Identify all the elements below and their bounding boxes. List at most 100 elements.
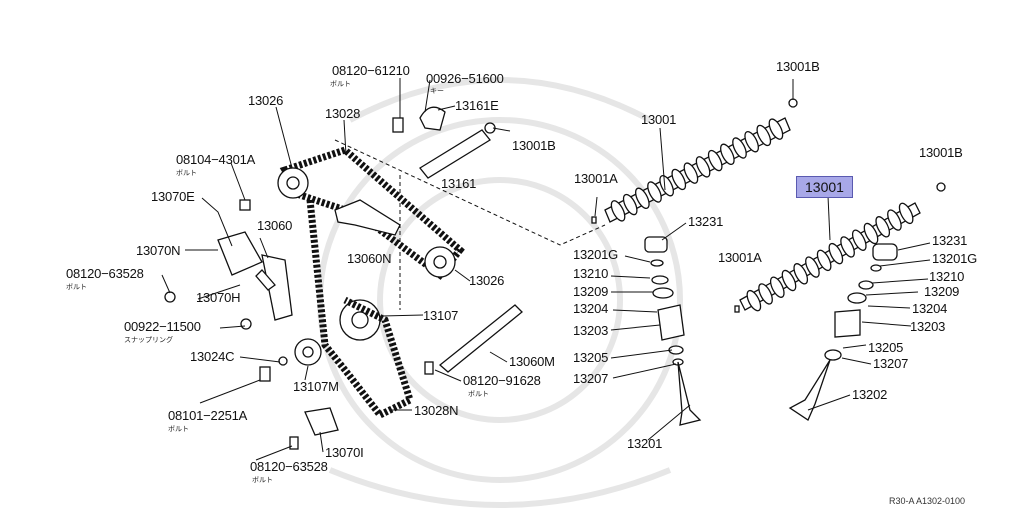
callout-13026: 13026 xyxy=(248,93,284,108)
callout-13231: 13231 xyxy=(688,214,724,229)
callout-13201G: 13201G xyxy=(573,247,619,262)
chain-guide-13060N xyxy=(334,199,401,236)
cam-lobe xyxy=(898,202,914,225)
callout-08120-63528: 08120−63528 xyxy=(250,459,328,474)
callout-note-bolt: ボルト xyxy=(168,426,189,433)
callout-13070E: 13070E xyxy=(151,189,195,204)
callout-note-bolt: ボルト xyxy=(252,477,273,484)
callout-13026: 13026 xyxy=(469,273,505,288)
callout-13107: 13107 xyxy=(423,308,459,323)
cam-lobe xyxy=(720,143,735,165)
cam-lobe xyxy=(840,236,855,258)
callout-13024C: 13024C xyxy=(190,349,235,364)
callout-13060M: 13060M xyxy=(509,354,555,369)
callout-13070I: 13070I xyxy=(325,445,364,460)
callout-13060: 13060 xyxy=(257,218,293,233)
callout-note-bolt: ボルト xyxy=(176,170,197,177)
callout-13001: 13001 xyxy=(641,112,677,127)
camshaft-mid xyxy=(604,117,791,223)
cam-lobe xyxy=(769,276,785,298)
callout-13205: 13205 xyxy=(573,350,609,365)
cam-lobe xyxy=(746,289,762,312)
cam-lobe xyxy=(732,137,747,159)
cam-lobe xyxy=(610,200,626,222)
cam-lobe xyxy=(768,118,784,140)
callout-13001A: 13001A xyxy=(718,250,762,265)
leader-lines xyxy=(161,78,931,461)
valve-assembly-mid xyxy=(644,236,702,426)
callout-13205: 13205 xyxy=(868,340,904,355)
small-parts xyxy=(164,98,946,450)
callout-note-bolt: ボルト xyxy=(468,391,489,398)
tensioner-arm-13060 xyxy=(261,254,293,321)
callout-13001B: 13001B xyxy=(776,59,820,74)
callout-13201: 13201 xyxy=(627,436,663,451)
cam-lobe xyxy=(758,283,773,305)
callout-13161E: 13161E xyxy=(455,98,499,113)
callout-13202: 13202 xyxy=(852,387,888,402)
cam-lobe xyxy=(887,209,902,231)
camshaft-right xyxy=(739,202,921,312)
callout-note-bolt: ボルト xyxy=(66,284,87,291)
callout-13204: 13204 xyxy=(573,301,609,316)
callout-13210: 13210 xyxy=(929,269,965,284)
callout-00926-51600: 00926−51600 xyxy=(426,71,504,86)
callout-13209: 13209 xyxy=(573,284,609,299)
callout-13001B: 13001B xyxy=(512,138,556,153)
cam-lobe xyxy=(707,149,723,172)
cam-lobe xyxy=(635,187,650,209)
cam-lobe xyxy=(647,181,662,203)
callout-note-snap-ring: スナップリング xyxy=(124,337,173,344)
cam-lobe xyxy=(793,263,809,285)
callout-13210: 13210 xyxy=(573,266,609,281)
callout-13207: 13207 xyxy=(573,371,609,386)
tensioner-13070I xyxy=(304,407,339,436)
callout-13203: 13203 xyxy=(910,319,946,334)
callout-08104-4301A: 08104−4301A xyxy=(176,152,256,167)
callout-13107M: 13107M xyxy=(293,379,339,394)
callout-08120-91628: 08120−91628 xyxy=(463,373,541,388)
cam-lobe xyxy=(683,162,699,184)
callout-08120-63528: 08120−63528 xyxy=(66,266,144,281)
cam-lobe xyxy=(756,124,772,147)
valve-assembly-right xyxy=(788,243,898,421)
cam-lobe xyxy=(828,242,844,265)
sprocket-small xyxy=(294,338,322,366)
callout-13028N: 13028N xyxy=(414,403,459,418)
cam-lobe xyxy=(622,193,638,216)
cam-lobe xyxy=(781,269,797,292)
cam-lobe xyxy=(851,229,867,251)
callout-13207: 13207 xyxy=(873,356,909,371)
callout-13060N: 13060N xyxy=(347,251,392,266)
callout-08101-2251A: 08101−2251A xyxy=(168,408,248,423)
cam-lobe xyxy=(805,256,820,278)
callout-13070H: 13070H xyxy=(196,290,241,305)
cam-lobe xyxy=(875,216,891,238)
cam-lobe xyxy=(671,168,687,191)
callout-13231: 13231 xyxy=(932,233,968,248)
callout-13209: 13209 xyxy=(924,284,960,299)
timing-chain-lower xyxy=(306,199,415,420)
callout-13001A: 13001A xyxy=(574,171,618,186)
callout-13001-highlighted[interactable]: 13001 xyxy=(796,176,853,198)
callout-note-key: キー xyxy=(430,88,444,95)
cam-lobe xyxy=(744,131,759,153)
callout-13070N: 13070N xyxy=(136,243,181,258)
diagram-reference-code: R30-A A1302-0100 xyxy=(889,496,966,506)
callout-13201G: 13201G xyxy=(932,251,978,266)
callout-13204: 13204 xyxy=(912,301,948,316)
sprocket-mid xyxy=(424,246,456,278)
cam-lobe xyxy=(816,249,832,272)
cam-lobe xyxy=(659,175,674,197)
callout-13161: 13161 xyxy=(441,176,477,191)
callout-00922-11500: 00922−11500 xyxy=(124,319,201,334)
callout-13001B: 13001B xyxy=(919,145,963,160)
cam-lobe xyxy=(863,222,879,245)
watermark xyxy=(317,77,683,508)
callout-note-bolt: ボルト xyxy=(330,81,351,88)
chain-guide-13060M xyxy=(438,304,523,373)
callout-13028: 13028 xyxy=(325,106,361,121)
bracket-13161E xyxy=(419,106,446,131)
